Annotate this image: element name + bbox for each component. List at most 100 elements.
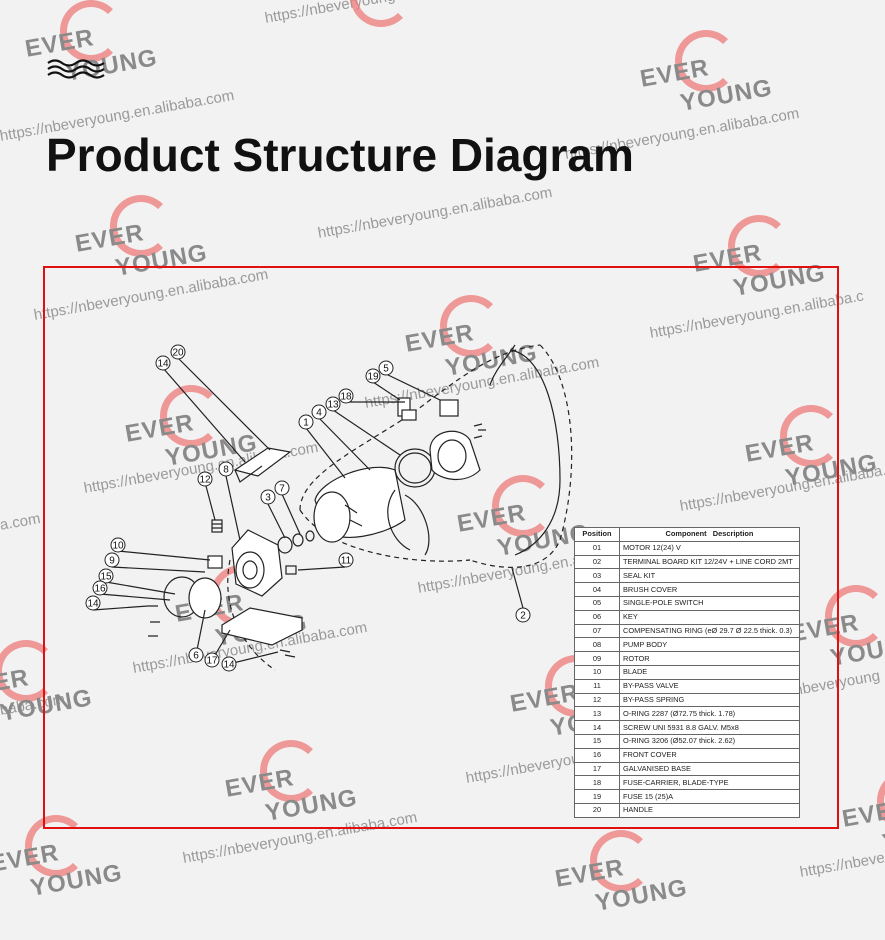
svg-text:1: 1 (303, 418, 309, 429)
svg-text:2: 2 (520, 611, 526, 622)
part-description: KEY (619, 609, 800, 625)
parts-table-header: Position Component Description (574, 527, 800, 542)
part-position: 05 (574, 595, 620, 611)
part-description: SCREW UNI 5931 8.8 GALV. M5x8 (619, 720, 800, 735)
page-title: Product Structure Diagram (46, 129, 634, 181)
part-position: 13 (574, 706, 620, 722)
part-description: FRONT COVER (619, 747, 800, 763)
part-description: SINGLE-POLE SWITCH (619, 595, 800, 611)
callout-7: 7 (274, 480, 290, 496)
svg-text:17: 17 (206, 656, 218, 667)
callout-1: 1 (298, 414, 314, 430)
part-position: 16 (574, 747, 620, 763)
callout-2: 2 (515, 607, 531, 623)
callout-18: 18 (338, 388, 354, 404)
svg-text:16: 16 (94, 584, 106, 595)
part-position: 01 (574, 540, 620, 556)
part-position: 20 (574, 802, 620, 818)
callout-5: 5 (378, 360, 394, 376)
svg-text:7: 7 (279, 484, 285, 495)
svg-text:4: 4 (316, 408, 322, 419)
svg-text:14: 14 (87, 599, 99, 610)
svg-text:13: 13 (327, 400, 339, 411)
part-position: 08 (574, 637, 620, 653)
svg-text:3: 3 (265, 493, 271, 504)
part-position: 09 (574, 651, 620, 666)
callout-14: 14 (155, 355, 171, 371)
component-description-header: Component Description (619, 527, 800, 542)
part-description: MOTOR 12(24) V (619, 540, 800, 556)
callout-17: 17 (204, 652, 220, 668)
svg-text:5: 5 (383, 364, 389, 375)
part-description: PUMP BODY (619, 637, 800, 653)
diagram-frame (43, 266, 839, 829)
part-description: FUSE 15 (25)A (619, 789, 800, 804)
part-description: ROTOR (619, 651, 800, 666)
part-position: 03 (574, 568, 620, 584)
callout-14: 14 (221, 656, 237, 672)
part-position: 17 (574, 761, 620, 777)
part-description: BY-PASS VALVE (619, 678, 800, 694)
part-description: HANDLE (619, 802, 800, 818)
svg-text:8: 8 (223, 465, 229, 476)
svg-text:18: 18 (340, 392, 352, 403)
callout-16: 16 (92, 580, 108, 596)
callout-9: 9 (104, 552, 120, 568)
part-position: 14 (574, 720, 620, 735)
svg-text:19: 19 (367, 372, 379, 383)
part-description: TERMINAL BOARD KIT 12/24V + LINE CORD 2M… (619, 554, 800, 570)
callout-20: 20 (170, 344, 186, 360)
svg-text:9: 9 (109, 556, 115, 567)
part-position: 12 (574, 692, 620, 708)
part-description: BLADE (619, 664, 800, 680)
part-description: FUSE-CARRIER, BLADE-TYPE (619, 775, 800, 791)
part-description: COMPENSATING RING (eØ 29.7 Ø 22.5 thick.… (619, 623, 800, 639)
waves-icon (47, 59, 105, 79)
part-position: 15 (574, 733, 620, 749)
callout-13: 13 (325, 396, 341, 412)
callout-8: 8 (218, 461, 234, 477)
svg-text:10: 10 (112, 541, 124, 552)
callout-14: 14 (85, 595, 101, 611)
svg-text:12: 12 (199, 475, 211, 486)
svg-text:14: 14 (223, 660, 235, 671)
part-description: O-RING 3206 (Ø52.07 thick. 2.62) (619, 733, 800, 749)
position-header: Position (574, 527, 620, 542)
part-description: SEAL KIT (619, 568, 800, 584)
part-description: O-RING 2287 (Ø72.75 thick. 1.78) (619, 706, 800, 722)
part-position: 10 (574, 664, 620, 680)
part-position: 04 (574, 582, 620, 597)
svg-text:14: 14 (157, 359, 169, 370)
part-description: BY-PASS SPRING (619, 692, 800, 708)
callout-11: 11 (338, 552, 354, 568)
svg-text:15: 15 (100, 572, 112, 583)
svg-text:6: 6 (193, 651, 199, 662)
callout-10: 10 (110, 537, 126, 553)
svg-text:20: 20 (172, 348, 184, 359)
callout-15: 15 (98, 568, 114, 584)
callout-3: 3 (260, 489, 276, 505)
part-description: BRUSH COVER (619, 582, 800, 597)
part-position: 06 (574, 609, 620, 625)
